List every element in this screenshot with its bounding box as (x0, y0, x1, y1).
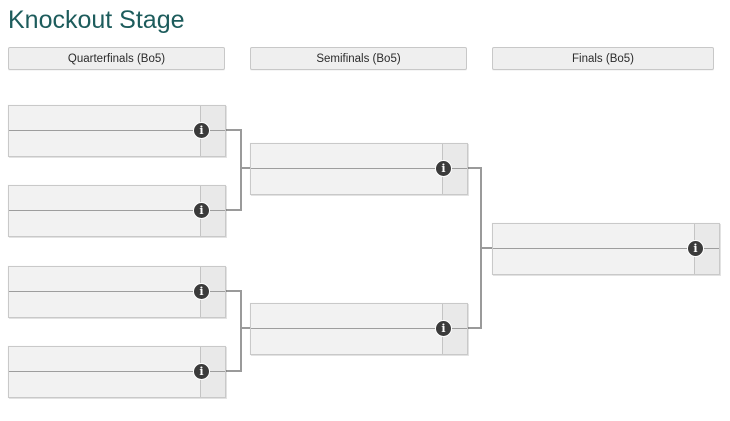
info-icon[interactable]: i (194, 284, 209, 299)
team-name (9, 211, 201, 236)
match-quarterfinal-2[interactable]: i (8, 185, 226, 237)
connector-qf1-sf1 (226, 129, 250, 169)
match-row[interactable] (251, 329, 467, 354)
match-semifinal-2[interactable]: i (250, 303, 468, 355)
match-row[interactable] (9, 211, 225, 236)
connector-qf4-sf2 (226, 327, 250, 372)
team-name (9, 292, 201, 317)
info-icon[interactable]: i (688, 241, 703, 256)
match-row[interactable] (251, 304, 467, 329)
team-name (9, 186, 201, 210)
team-name (9, 347, 201, 371)
team-name (9, 267, 201, 291)
team-name (251, 169, 443, 194)
round-header-quarterfinals[interactable]: Quarterfinals (Bo5) (8, 47, 225, 70)
match-quarterfinal-1[interactable]: i (8, 105, 226, 157)
round-header-semifinals[interactable]: Semifinals (Bo5) (250, 47, 467, 70)
team-name (493, 249, 695, 274)
match-row[interactable] (9, 186, 225, 211)
match-quarterfinal-3[interactable]: i (8, 266, 226, 318)
info-icon[interactable]: i (436, 321, 451, 336)
info-icon[interactable]: i (436, 161, 451, 176)
match-row[interactable] (493, 224, 719, 249)
match-row[interactable] (251, 144, 467, 169)
team-name (251, 144, 443, 168)
match-row[interactable] (9, 347, 225, 372)
connector-qf3-sf2 (226, 290, 250, 329)
match-row[interactable] (251, 169, 467, 194)
match-row[interactable] (9, 267, 225, 292)
match-row[interactable] (493, 249, 719, 274)
info-icon[interactable]: i (194, 364, 209, 379)
connector-sf1-final (468, 167, 492, 249)
team-name (9, 106, 201, 130)
team-name (9, 131, 201, 156)
round-header-finals[interactable]: Finals (Bo5) (492, 47, 714, 70)
team-name (9, 372, 201, 397)
page-title: Knockout Stage (8, 6, 185, 34)
match-row[interactable] (9, 131, 225, 156)
connector-sf2-final (468, 247, 492, 329)
match-row[interactable] (9, 106, 225, 131)
match-row[interactable] (9, 292, 225, 317)
match-final[interactable]: i (492, 223, 720, 275)
team-name (493, 224, 695, 248)
team-name (251, 329, 443, 354)
connector-qf2-sf1 (226, 167, 250, 211)
match-row[interactable] (9, 372, 225, 397)
match-semifinal-1[interactable]: i (250, 143, 468, 195)
team-name (251, 304, 443, 328)
info-icon[interactable]: i (194, 123, 209, 138)
info-icon[interactable]: i (194, 203, 209, 218)
match-quarterfinal-4[interactable]: i (8, 346, 226, 398)
